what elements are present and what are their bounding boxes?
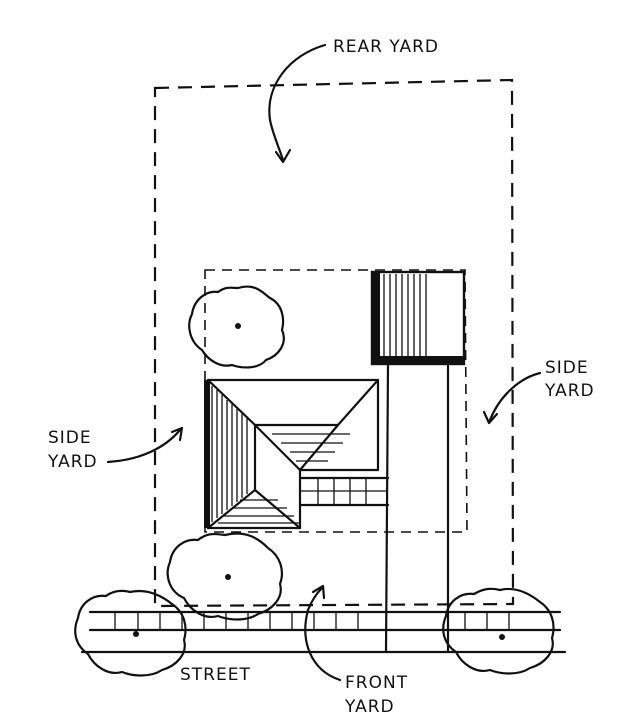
tree-street-left [74,589,187,677]
tree-upper-left [188,285,285,369]
arrow-front-yard [304,584,342,682]
label-front-yard-line2: YARD [344,697,395,717]
label-street: STREET [180,665,251,685]
arrow-side-yard-left [106,426,184,464]
tree-front-left [166,532,284,621]
house-roof [204,378,380,530]
arrow-rear-yard [268,43,327,164]
roof-hatch-left [211,386,248,522]
lot-boundary [153,78,515,608]
walkway [298,476,390,507]
label-side-yard-right-line1: SIDE [545,358,589,378]
label-front-yard-line1: FRONT [345,673,408,693]
label-side-yard-left-line2: YARD [47,452,98,472]
label-rear-yard: REAR YARD [333,37,439,57]
arrow-side-yard-right [482,371,542,425]
sidewalk [80,610,567,654]
garage [370,270,466,366]
roof-hatch-middle [272,433,350,462]
tree-street-right [442,587,555,675]
driveway [384,363,450,654]
roof-hatch-lower [218,499,299,524]
sidewalk-pavers [114,612,510,630]
label-side-yard-left-line1: SIDE [48,428,92,448]
label-side-yard-right-line2: YARD [544,381,595,401]
